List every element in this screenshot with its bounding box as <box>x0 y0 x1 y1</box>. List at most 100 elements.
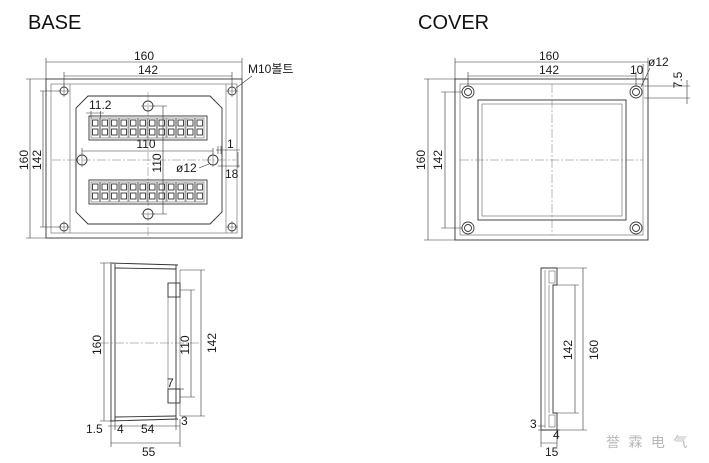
terminal-body <box>90 117 100 139</box>
terminal <box>90 181 100 203</box>
base-flange-outline <box>45 78 243 239</box>
base-side-boss-top <box>167 282 181 298</box>
dimension-line <box>108 417 180 430</box>
terminal <box>90 117 100 139</box>
dimension-line <box>454 58 649 79</box>
terminal-body <box>147 117 157 139</box>
terminal-clamp <box>139 192 146 200</box>
base-inner-plate <box>75 95 223 225</box>
terminal-body <box>185 117 195 139</box>
terminal <box>176 181 186 203</box>
terminal-clamp <box>130 192 137 200</box>
terminal-screw <box>120 183 127 191</box>
terminal-body <box>138 181 148 203</box>
dimension-cover-side-depth: 15 <box>540 430 559 459</box>
terminal-body <box>195 117 205 139</box>
terminal <box>157 117 167 139</box>
dimension-label: 3 <box>181 414 188 428</box>
dimension-base-side-outer-height: 160 <box>90 262 111 422</box>
bolt-label: M10볼트 <box>248 62 293 76</box>
base-title: BASE <box>28 12 81 34</box>
dimension-cover-outer-width: 160 <box>454 49 649 79</box>
terminal-screw <box>196 119 203 127</box>
dimension-line <box>63 72 233 87</box>
hole-circle <box>464 224 472 232</box>
terminal-body <box>157 181 167 203</box>
terminal-clamp <box>111 128 118 136</box>
mounting-hole-bottom-right <box>226 221 238 233</box>
terminal-clamp <box>187 192 194 200</box>
dimension-label: 15 <box>545 445 559 459</box>
plate-hole-right <box>207 153 219 167</box>
dimension-label: 110 <box>178 335 192 354</box>
cover-hole-bottom-left <box>461 221 475 235</box>
terminal <box>128 181 138 203</box>
terminal-screw <box>139 183 146 191</box>
dimension-label: 160 <box>90 335 104 355</box>
terminal-screw <box>158 183 165 191</box>
dimension-label: 110 <box>150 153 164 172</box>
dimension-base-side-inner-height: 142 <box>180 269 219 417</box>
dimension-cover-outer-height: 160 <box>414 78 455 241</box>
terminal <box>185 181 195 203</box>
terminal <box>195 181 205 203</box>
terminal-body <box>166 117 176 139</box>
plate-hole-left <box>76 153 88 167</box>
hole-circle <box>464 88 472 96</box>
dimension-base-outer-height: 160 <box>17 78 46 239</box>
terminal-screw <box>139 119 146 127</box>
dimension-label: 142 <box>561 340 575 360</box>
cover-top-view: 160 142 10 ø12 7.5 160 142 <box>414 49 690 241</box>
dimension-offset-1: 1 <box>216 137 240 154</box>
terminal-block-bottom <box>88 179 208 205</box>
terminal-clamp <box>101 192 108 200</box>
base-side-view: 160 110 142 7 1.5 4 54 3 55 <box>86 262 219 459</box>
terminal-clamp <box>120 192 127 200</box>
dimension-line <box>557 284 579 414</box>
terminal-screw <box>92 119 99 127</box>
terminal <box>109 117 119 139</box>
dimension-cover-side-inner-height: 142 <box>557 284 579 414</box>
dimension-hole-diameter: ø12 <box>176 161 210 175</box>
dimension-line <box>441 91 462 229</box>
terminal-screw <box>111 183 118 191</box>
dimension-terminal-pitch: 11.2 <box>86 98 112 118</box>
terminal <box>166 181 176 203</box>
terminal-body <box>128 181 138 203</box>
dimension-line <box>86 111 104 118</box>
base-wall-lines <box>69 84 227 233</box>
terminal-clamp <box>92 192 99 200</box>
dimension-label: 160 <box>17 150 31 170</box>
terminal-row-top <box>90 117 205 139</box>
terminal <box>157 181 167 203</box>
dimension-center-hole-span-v: 110 <box>150 105 167 215</box>
dimension-line <box>557 267 587 431</box>
dimension-cover-hole-offset-y: 7.5 <box>644 71 690 104</box>
terminal <box>119 181 129 203</box>
dimension-label: 142 <box>431 150 445 170</box>
hole-boss <box>629 85 643 99</box>
terminal-screw <box>101 183 108 191</box>
hole-boss <box>461 221 475 235</box>
terminal <box>185 117 195 139</box>
terminal-clamp <box>130 128 137 136</box>
dimension-line <box>81 148 214 154</box>
dimension-line <box>467 72 637 86</box>
terminal-clamp <box>101 128 108 136</box>
terminal-body <box>166 181 176 203</box>
terminal-screw <box>168 119 175 127</box>
terminal <box>195 117 205 139</box>
terminal-body <box>128 117 138 139</box>
dimension-cover-hole-span-width: 142 <box>467 63 637 86</box>
dimension-label: ø12 <box>648 55 669 69</box>
dimension-line <box>218 152 240 168</box>
terminal <box>138 181 148 203</box>
terminal-clamp <box>149 128 156 136</box>
terminal-clamp <box>168 128 175 136</box>
terminal <box>128 117 138 139</box>
terminal-body <box>138 117 148 139</box>
terminal-clamp <box>111 192 118 200</box>
terminal-clamp <box>92 128 99 136</box>
hole-boss <box>461 85 475 99</box>
dimension-label: 110 <box>136 137 155 151</box>
